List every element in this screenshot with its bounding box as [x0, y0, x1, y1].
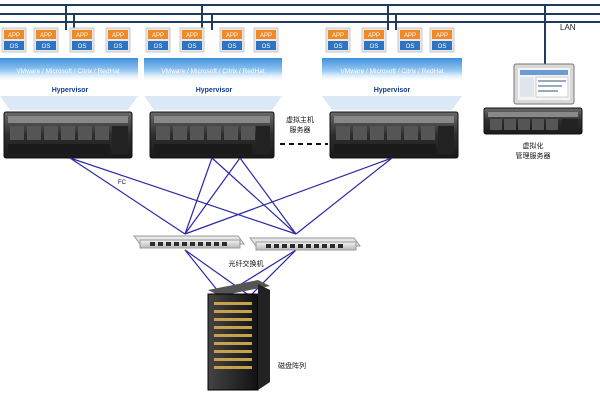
fc-switch-right [249, 237, 361, 251]
vm-tile: APP OS [361, 27, 387, 53]
app-label: APP [76, 33, 88, 39]
vm-tile: APP OS [253, 27, 279, 53]
vm-tile: APP OS [219, 27, 245, 53]
vendor-band [0, 58, 138, 82]
vm-tile: APP OS [105, 27, 131, 53]
os-badge [72, 41, 92, 50]
app-badge [108, 30, 128, 39]
os-badge [148, 41, 168, 50]
hypervisor-wedge [144, 96, 282, 110]
host-server-1 [3, 111, 133, 159]
vendor-label: VMware / Microsoft / Citrix / RedHat [340, 68, 443, 75]
app-label: APP [112, 33, 124, 39]
os-label: OS [42, 44, 51, 50]
app-badge [222, 30, 242, 39]
os-badge [108, 41, 128, 50]
rack-server-icon [483, 107, 583, 135]
app-badge [72, 30, 92, 39]
os-label: OS [438, 44, 447, 50]
hypervisor-label: Hypervisor [374, 87, 411, 94]
vendor-band [144, 58, 282, 82]
app-label: APP [404, 33, 416, 39]
os-badge [400, 41, 420, 50]
app-label: APP [226, 33, 238, 39]
vendor-band [322, 58, 462, 82]
app-badge [256, 30, 276, 39]
os-label: OS [228, 44, 237, 50]
vm-tile: APP OS [33, 27, 59, 53]
vm-tile: APP OS [145, 27, 171, 53]
vm-tile: APP OS [179, 27, 205, 53]
os-label: OS [334, 44, 343, 50]
app-badge [148, 30, 168, 39]
app-label: APP [368, 33, 380, 39]
hypervisor-wedge [322, 96, 462, 110]
os-label: OS [114, 44, 123, 50]
host-server-3 [329, 111, 459, 159]
host-server-2 [149, 111, 275, 159]
vm-tile: APP OS [1, 27, 27, 53]
os-label: OS [262, 44, 271, 50]
app-label: APP [436, 33, 448, 39]
hypervisor-wedge [0, 96, 138, 110]
management-server: 虚拟化 管理服务器 [483, 63, 583, 160]
os-badge [364, 41, 384, 50]
app-label: APP [260, 33, 272, 39]
os-label: OS [10, 44, 19, 50]
os-badge [432, 41, 452, 50]
host-server-label-line1: 虚拟主机 [286, 115, 314, 124]
os-label: OS [188, 44, 197, 50]
hypervisor-label: Hypervisor [52, 87, 89, 94]
vm-tile: APP OS [69, 27, 95, 53]
fc-switch-label: 光纤交换机 [229, 259, 264, 268]
app-badge [364, 30, 384, 39]
vm-tile: APP OS [397, 27, 423, 53]
os-badge [328, 41, 348, 50]
disk-array-label: 磁盘阵列 [278, 361, 306, 370]
os-badge [36, 41, 56, 50]
vm-tile-group-2: APP OS APP OS APP OS APP [145, 27, 279, 53]
app-badge [36, 30, 56, 39]
os-badge [222, 41, 242, 50]
vm-tile: APP OS [429, 27, 455, 53]
lan-backbone [0, 4, 600, 66]
os-badge [256, 41, 276, 50]
host-group-3: APP OS APP OS APP OS APP [322, 27, 462, 159]
vendor-label: VMware / Microsoft / Citrix / RedHat [16, 68, 119, 75]
management-server-label-line2: 管理服务器 [516, 151, 551, 160]
host-group-2: APP OS APP OS APP OS APP [144, 27, 282, 159]
os-label: OS [370, 44, 379, 50]
vm-tile: APP OS [325, 27, 351, 53]
host-server-label-line2: 服务器 [290, 125, 311, 134]
os-badge [182, 41, 202, 50]
vm-tile-group-1: APP OS APP OS APP OS APP [1, 27, 131, 53]
app-badge [400, 30, 420, 39]
os-badge [4, 41, 24, 50]
hypervisor-label: Hypervisor [196, 87, 233, 94]
fc-switch-left [133, 235, 245, 249]
management-server-label-line1: 虚拟化 [523, 141, 544, 150]
app-badge [182, 30, 202, 39]
app-label: APP [186, 33, 198, 39]
vendor-label: VMware / Microsoft / Citrix / RedHat [161, 68, 264, 75]
monitor-icon [513, 63, 575, 105]
app-label: APP [8, 33, 20, 39]
app-badge [432, 30, 452, 39]
app-label: APP [40, 33, 52, 39]
os-label: OS [78, 44, 87, 50]
host-group-1: APP OS APP OS APP OS APP [0, 27, 138, 159]
fc-links [69, 157, 393, 297]
fc-label: FC [118, 180, 127, 186]
app-badge [328, 30, 348, 39]
os-label: OS [406, 44, 415, 50]
app-label: APP [152, 33, 164, 39]
lan-label: LAN [560, 23, 576, 32]
os-label: OS [154, 44, 163, 50]
app-badge [4, 30, 24, 39]
app-label: APP [332, 33, 344, 39]
disk-array [207, 280, 270, 391]
vm-tile-group-3: APP OS APP OS APP OS APP [325, 27, 455, 53]
